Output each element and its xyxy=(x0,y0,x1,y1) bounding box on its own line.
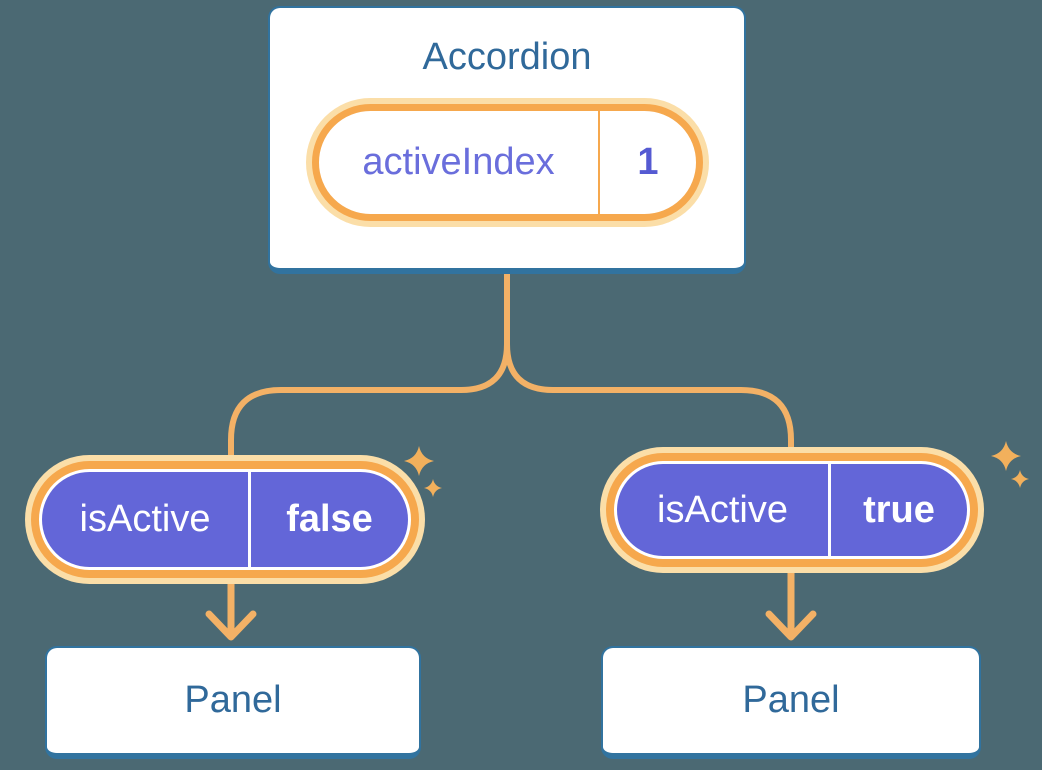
state-name: activeIndex xyxy=(362,141,555,183)
accordion-title: Accordion xyxy=(422,36,592,78)
prop-value: true xyxy=(863,488,935,531)
pill-divider xyxy=(828,464,831,556)
state-pill-activeindex: activeIndex 1 xyxy=(312,104,703,221)
panel-card-left: Panel xyxy=(45,646,421,759)
prop-name: isActive xyxy=(79,498,211,540)
panel-title: Panel xyxy=(184,679,282,721)
pill-divider xyxy=(598,111,600,214)
connector-branch-right xyxy=(504,259,794,467)
state-value: 1 xyxy=(637,141,659,183)
prop-name: isActive xyxy=(657,488,788,531)
down-arrow-icon xyxy=(205,572,257,641)
sparkle-icon xyxy=(991,441,1029,488)
accordion-card: Accordion activeIndex 1 xyxy=(268,6,746,274)
prop-value: false xyxy=(286,498,373,540)
down-arrow-icon xyxy=(765,564,817,641)
sparkle-icon xyxy=(404,446,442,497)
panel-title: Panel xyxy=(742,679,840,721)
panel-card-right: Panel xyxy=(601,646,981,759)
prop-pill-isactive-true: isActive true xyxy=(617,464,967,556)
prop-pill-isactive-false: isActive false xyxy=(42,472,408,567)
pill-divider xyxy=(248,472,251,567)
connector-branch-left xyxy=(228,259,510,473)
